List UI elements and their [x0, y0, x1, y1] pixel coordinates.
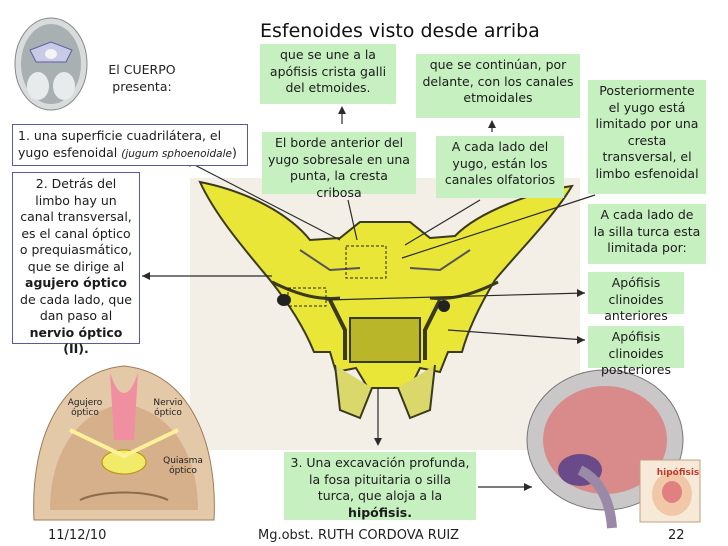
box-silla-turca-lados: A cada lado de la silla turca esta limit…	[588, 204, 706, 264]
brain-inset	[526, 369, 701, 529]
footer-author: Mg.obst. RUTH CORDOVA RUIZ	[258, 528, 460, 543]
canal-bold-2: nervio óptico (II).	[29, 324, 123, 357]
label-quiasma-optico: Quiasma óptico	[163, 456, 203, 477]
cuadrilatera-close: )	[231, 144, 237, 160]
label-nervio-optico: Nervio óptico	[153, 398, 183, 419]
box-crista-galli: que se une a la apófisis crista galli de…	[260, 44, 396, 104]
box-superficie-cuadrilatera: 1. una superficie cuadrilátera, el yugo …	[12, 124, 248, 166]
slide-title: Esfenoides visto desde arriba	[260, 20, 540, 42]
canal-bold-1: agujero óptico	[25, 275, 127, 290]
box-canales-olfatorios: A cada lado del yugo, están los canales …	[436, 136, 564, 198]
arrows	[142, 108, 596, 488]
skull-thumbnail	[14, 17, 88, 111]
box-canal-optico: 2. Detrás del limbo hay un canal transve…	[12, 172, 140, 356]
excavacion-bold: hipófisis.	[348, 504, 412, 520]
box-limbo-esfenoidal: Posteriormente el yugo está limitado por…	[588, 80, 706, 194]
cuadrilatera-text: 1. una superficie cuadrilátera, el yugo …	[18, 128, 222, 160]
cuadrilatera-latin: (jugum sphoenoidale	[121, 147, 232, 160]
sphenoid-bone-illustration	[190, 178, 580, 450]
box-borde-anterior: El borde anterior del yugo sobresale en …	[262, 132, 416, 200]
box-clinoides-posteriores: Apófisis clinoides posteriores	[588, 326, 684, 377]
footer-page-number: 22	[668, 528, 685, 543]
skull-base-inset	[33, 365, 215, 521]
intro-line-1: El CUERPO	[108, 62, 176, 77]
intro-text: El CUERPO presenta:	[100, 62, 184, 95]
box-canales-etmoidales: que se continúan, por delante, con los c…	[416, 54, 580, 118]
canal-text-1: 2. Detrás del limbo hay un canal transve…	[19, 176, 133, 274]
label-agujero-optico: Agujero óptico	[67, 398, 103, 419]
box-silla-turca-excavacion: 3. Una excavación profunda, la fosa pitu…	[284, 452, 476, 520]
footer-date: 11/12/10	[48, 528, 107, 543]
label-hipofisis: hipófisis	[656, 468, 700, 478]
excavacion-text: 3. Una excavación profunda, la fosa pitu…	[290, 455, 470, 503]
intro-line-2: presenta:	[112, 78, 172, 94]
box-clinoides-anteriores: Apófisis clinoides anteriores	[588, 272, 684, 323]
canal-text-2: de cada lado, que dan paso al	[20, 291, 132, 324]
